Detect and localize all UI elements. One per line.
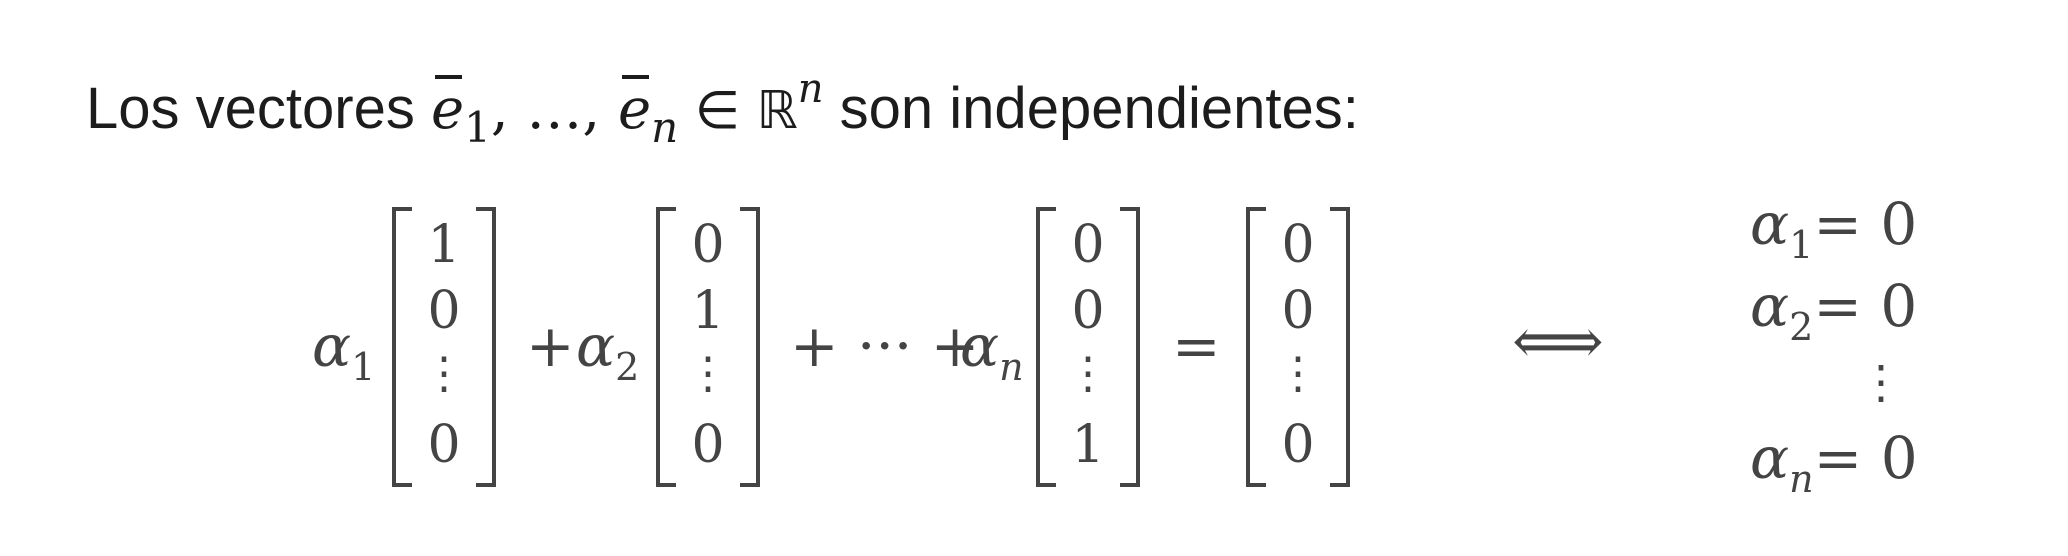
alpha-symbol: α: [1750, 190, 1790, 258]
right-bracket: [1330, 207, 1350, 487]
vector-entry: 0: [1071, 281, 1105, 341]
vertical-dots: ⋮: [1066, 348, 1110, 399]
e-bar-symbol: e: [431, 65, 464, 155]
alpha-symbol: α: [1750, 424, 1790, 492]
vector-entry: 0: [691, 415, 725, 475]
left-bracket: [1246, 207, 1266, 487]
vector-entry: 1: [1071, 415, 1105, 475]
heading-ellipsis: , …,: [490, 77, 619, 142]
conditions-vertical-dots: ⋮: [1858, 355, 1904, 409]
vector-entry: 0: [1071, 215, 1105, 275]
element-of-symbol: ∈: [678, 81, 757, 141]
en-bar-symbol: e: [618, 65, 651, 155]
vector-entry: 0: [1281, 281, 1315, 341]
vector-e1: e1: [431, 75, 491, 152]
alpha-subscript: 2: [615, 345, 640, 389]
heading-prefix: Los vectores: [86, 76, 431, 141]
en-subscript: n: [651, 103, 679, 152]
condition-alpha-n: αn= 0: [1750, 428, 1918, 509]
vector-entry: 1: [691, 281, 725, 341]
alpha-subscript: n: [999, 345, 1024, 389]
condition-alpha-1: α1= 0: [1750, 194, 1917, 275]
vertical-dots: ⋮: [422, 348, 466, 399]
coefficient-alpha-n: αn: [960, 316, 1024, 397]
statement-heading: Los vectores e1, …, en ∈ ℝn son independ…: [86, 44, 1359, 173]
left-bracket: [1036, 207, 1056, 487]
vector-entry: 1: [427, 215, 461, 275]
vector-entry: 0: [427, 281, 461, 341]
alpha-subscript: 2: [1789, 305, 1814, 349]
heading-suffix: son independientes:: [823, 76, 1359, 141]
coefficient-alpha-1: α1: [312, 316, 375, 397]
alpha-symbol: α: [1750, 272, 1790, 340]
zero-vector-column: 0 0 ⋮ 0: [1246, 207, 1350, 487]
vector-entry: 0: [1281, 415, 1315, 475]
vector-en-column: 0 0 ⋮ 1: [1036, 207, 1140, 487]
equals-zero: = 0: [1813, 190, 1918, 258]
right-bracket: [1120, 207, 1140, 487]
equals-zero: = 0: [1813, 272, 1918, 340]
condition-alpha-2: α2= 0: [1750, 276, 1917, 357]
vector-e2-column: 0 1 ⋮ 0: [656, 207, 760, 487]
reals-power: n: [797, 66, 824, 112]
coefficient-alpha-2: α2: [576, 316, 639, 397]
equals-zero: = 0: [1813, 424, 1918, 492]
equals-sign: =: [1172, 312, 1221, 380]
left-bracket: [656, 207, 676, 487]
alpha-symbol: α: [960, 312, 1000, 380]
alpha-symbol: α: [576, 312, 616, 380]
vector-en: en: [618, 75, 678, 152]
vector-entry: 0: [1281, 215, 1315, 275]
alpha-subscript: 1: [351, 345, 376, 389]
vector-entry: 0: [427, 415, 461, 475]
vertical-dots: ⋮: [1276, 348, 1320, 399]
left-bracket: [392, 207, 412, 487]
vector-entry: 0: [691, 215, 725, 275]
reals-symbol: ℝ: [756, 81, 798, 141]
right-bracket: [476, 207, 496, 487]
vertical-dots: ⋮: [686, 348, 730, 399]
alpha-symbol: α: [312, 312, 352, 380]
plus-sign: +: [526, 312, 575, 380]
plus-ellipsis-plus: + ··· +: [790, 312, 980, 380]
alpha-subscript: n: [1789, 457, 1814, 501]
iff-arrow: ⟺: [1512, 305, 1604, 379]
vector-e1-column: 1 0 ⋮ 0: [392, 207, 496, 487]
alpha-subscript: 1: [1789, 223, 1814, 267]
right-bracket: [740, 207, 760, 487]
e1-subscript: 1: [464, 103, 491, 152]
